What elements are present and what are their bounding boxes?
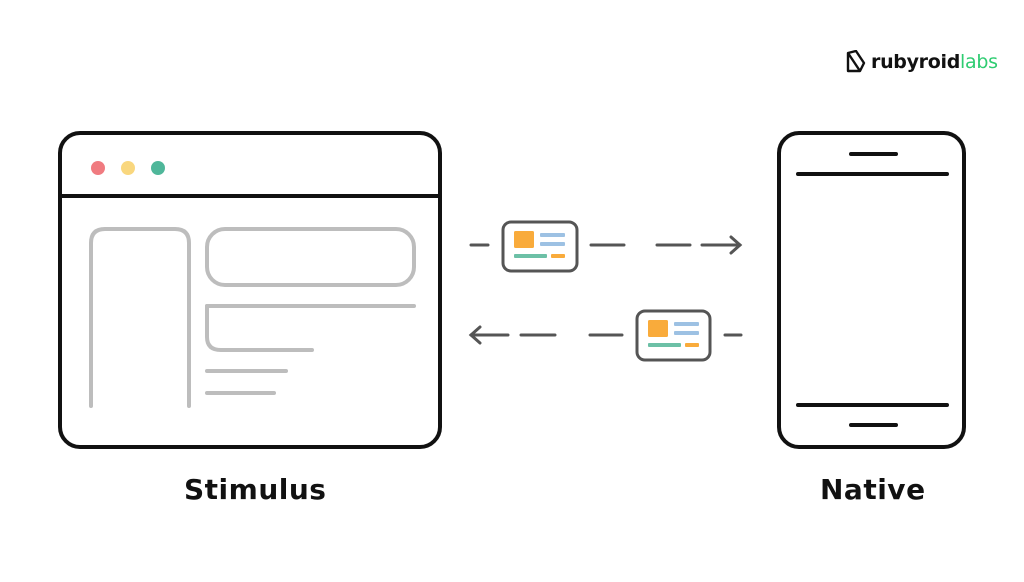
native-label: Native	[820, 473, 926, 506]
window-dot-green	[151, 161, 165, 175]
window-dot-yellow	[121, 161, 135, 175]
stimulus-label: Stimulus	[184, 473, 327, 506]
message-card-icon	[635, 309, 712, 362]
wireframe-content	[89, 227, 416, 408]
logo-mark-icon	[846, 50, 866, 73]
message-card-icon	[501, 220, 579, 273]
wireframe-sidebar	[89, 227, 191, 408]
smartphone-icon	[777, 131, 966, 449]
arrow-to-native	[469, 235, 743, 255]
window-dot-red	[91, 161, 105, 175]
logo-word-labs: labs	[960, 51, 998, 73]
wireframe-header-block	[205, 227, 416, 287]
arrow-head-right-icon	[729, 235, 743, 255]
browser-window-icon	[58, 131, 442, 449]
arrow-to-stimulus	[468, 325, 743, 345]
logo-word-rubyroid: rubyroid	[871, 51, 961, 73]
wireframe-card	[205, 304, 314, 352]
arrow-head-left-icon	[468, 325, 482, 345]
